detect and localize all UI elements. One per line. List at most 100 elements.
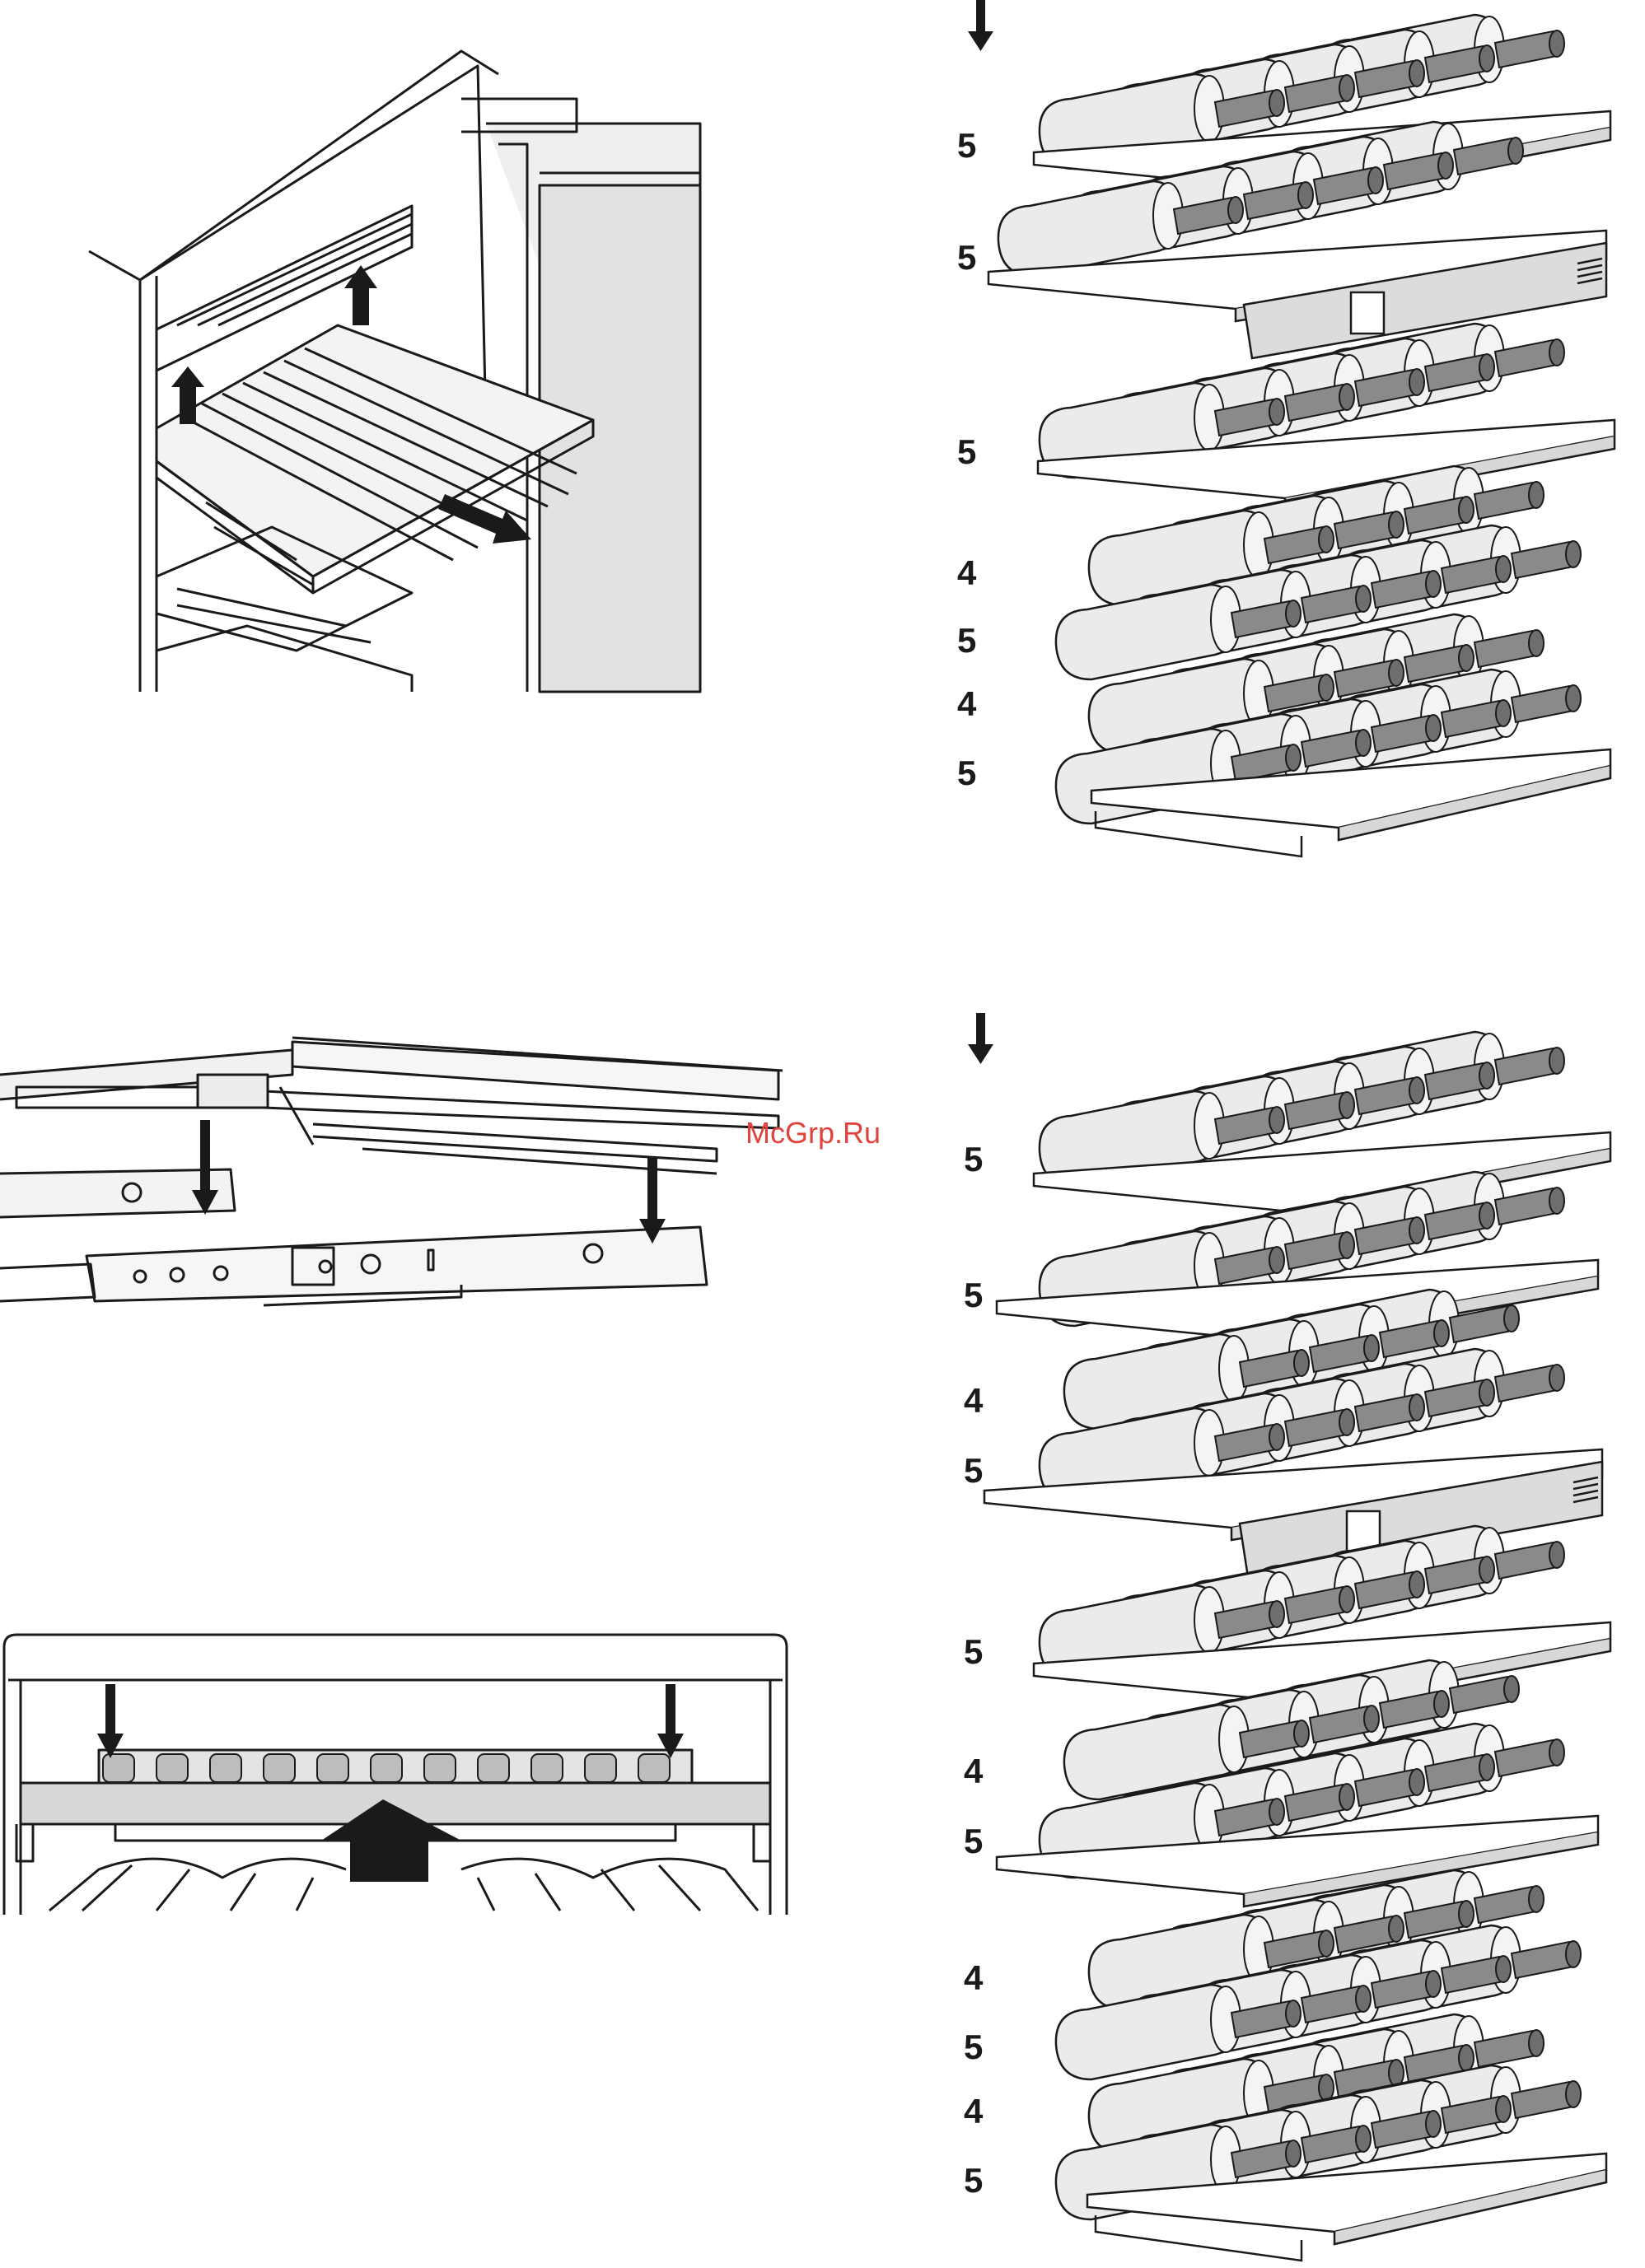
row-count-label: 5 bbox=[964, 2163, 983, 2198]
bottle-cap bbox=[1364, 1706, 1379, 1732]
bottle-cap bbox=[1339, 75, 1354, 101]
bottle-cap bbox=[1434, 1691, 1449, 1717]
bottle-cap bbox=[1496, 556, 1511, 582]
bottle-cap bbox=[1409, 1571, 1424, 1598]
bottle-neck bbox=[1495, 1365, 1557, 1402]
bottle-cap bbox=[1389, 511, 1404, 538]
bottle-cap bbox=[1504, 1305, 1519, 1332]
shelf-slats bbox=[103, 1754, 670, 1782]
bottle-cap bbox=[1566, 541, 1581, 567]
row-count-label: 4 bbox=[964, 1754, 983, 1789]
bottle-cap bbox=[1409, 60, 1424, 86]
bottle-cap bbox=[1269, 1247, 1284, 1273]
bottle-cap bbox=[1549, 30, 1564, 57]
bottle-cap bbox=[1549, 1365, 1564, 1391]
bottle-cap bbox=[1566, 1941, 1581, 1967]
bottle-neck bbox=[1495, 1048, 1557, 1085]
bottle-cap bbox=[1479, 1556, 1494, 1583]
bottle-neck bbox=[1474, 1887, 1536, 1923]
bottle-cap bbox=[1504, 1676, 1519, 1702]
bottle-cap bbox=[1339, 1092, 1354, 1118]
bottle-cap bbox=[1368, 167, 1383, 194]
bottle-cap bbox=[1269, 1799, 1284, 1825]
bottle-cap bbox=[1339, 1784, 1354, 1810]
bottle-cap bbox=[1479, 1379, 1494, 1406]
bottle-cap bbox=[1356, 586, 1371, 612]
bottle-cap bbox=[1549, 339, 1564, 366]
bottle-cap bbox=[1549, 1188, 1564, 1214]
bottle-cap bbox=[1319, 1930, 1334, 1957]
bottle-cap bbox=[1356, 2126, 1371, 2152]
bottle-cap bbox=[1389, 660, 1404, 686]
bottle-cap bbox=[1566, 2081, 1581, 2107]
row-count-label: 5 bbox=[957, 756, 976, 791]
row-count-label: 5 bbox=[957, 128, 976, 163]
bottle-cap bbox=[1269, 1107, 1284, 1133]
bottle-cap bbox=[1566, 685, 1581, 712]
bottle-cap bbox=[1479, 354, 1494, 380]
bottle-cap bbox=[1409, 1394, 1424, 1421]
bottle-neck bbox=[1474, 2031, 1536, 2067]
bottle-cap bbox=[1496, 700, 1511, 726]
bottle-cap bbox=[1356, 730, 1371, 756]
bottle-neck bbox=[1495, 1542, 1557, 1579]
down-arrow-icon bbox=[97, 1684, 684, 1758]
bottle-cap bbox=[1426, 1971, 1441, 1997]
bottle-cap bbox=[1479, 1202, 1494, 1229]
row-count-label: 4 bbox=[957, 687, 976, 721]
bottle-neck bbox=[1474, 483, 1536, 519]
bottle-cap bbox=[1409, 1077, 1424, 1104]
bottle-cap bbox=[1294, 1720, 1309, 1747]
bottle-cap bbox=[1298, 182, 1313, 208]
bottle-cap bbox=[1269, 399, 1284, 425]
bottle-cap bbox=[1479, 45, 1494, 72]
bottle-cap bbox=[1438, 152, 1453, 179]
bottle-neck bbox=[1495, 31, 1557, 68]
bottle-cap bbox=[1339, 1409, 1354, 1435]
bottle-cap bbox=[1319, 526, 1334, 553]
watermark: McGrp.Ru bbox=[745, 1116, 881, 1150]
bottle-cap bbox=[1286, 2000, 1301, 2027]
bottle-cap bbox=[1549, 1048, 1564, 1074]
bottle-cap bbox=[1529, 482, 1544, 508]
pull-out-arrow-icon bbox=[438, 494, 531, 544]
bottle-cap bbox=[1269, 1424, 1284, 1450]
bottle-cap bbox=[1389, 1916, 1404, 1942]
bottle-cap bbox=[1269, 90, 1284, 116]
bottle-cap bbox=[1389, 2060, 1404, 2086]
bottle-cap bbox=[1549, 1739, 1564, 1766]
bottle-cap bbox=[1364, 1335, 1379, 1361]
bottle-cap bbox=[1286, 600, 1301, 627]
display-window bbox=[1351, 292, 1384, 334]
bottle-cap bbox=[1426, 715, 1441, 741]
bottle-cap bbox=[1356, 1986, 1371, 2012]
bottle-cap bbox=[1339, 1232, 1354, 1258]
down-arrow-icon bbox=[192, 1120, 666, 1244]
bottle-cap bbox=[1459, 2045, 1474, 2071]
row-count-label: 4 bbox=[964, 2094, 983, 2129]
row-count-label: 4 bbox=[964, 1384, 983, 1418]
bottle-cap bbox=[1479, 1754, 1494, 1780]
bottle-cap bbox=[1549, 1542, 1564, 1568]
bottle-stack-diagram-top bbox=[988, 15, 1615, 856]
bottle-cap bbox=[1426, 571, 1441, 597]
bottle-cap bbox=[1319, 674, 1334, 701]
row-count-label: 5 bbox=[957, 435, 976, 469]
bottle-cap bbox=[1508, 138, 1523, 164]
row-count-label: 4 bbox=[964, 1961, 983, 1995]
bottle-cap bbox=[1496, 1956, 1511, 1982]
bottle-neck bbox=[1512, 1942, 1573, 1978]
bottle-neck bbox=[1512, 2082, 1573, 2118]
bottle-neck bbox=[1512, 542, 1573, 578]
bottle-cap bbox=[1409, 1217, 1424, 1244]
bottle-neck bbox=[1495, 340, 1557, 376]
bottle-neck bbox=[1474, 631, 1536, 667]
row-count-label: 5 bbox=[964, 1824, 983, 1859]
row-count-label: 5 bbox=[964, 1278, 983, 1313]
bottle-neck bbox=[1450, 1677, 1512, 1713]
bottle-cap bbox=[1409, 369, 1424, 395]
bottle-cap bbox=[1459, 645, 1474, 671]
row-count-label: 5 bbox=[964, 2030, 983, 2065]
bottle-cap bbox=[1409, 1769, 1424, 1795]
row-count-label: 5 bbox=[964, 1635, 983, 1669]
